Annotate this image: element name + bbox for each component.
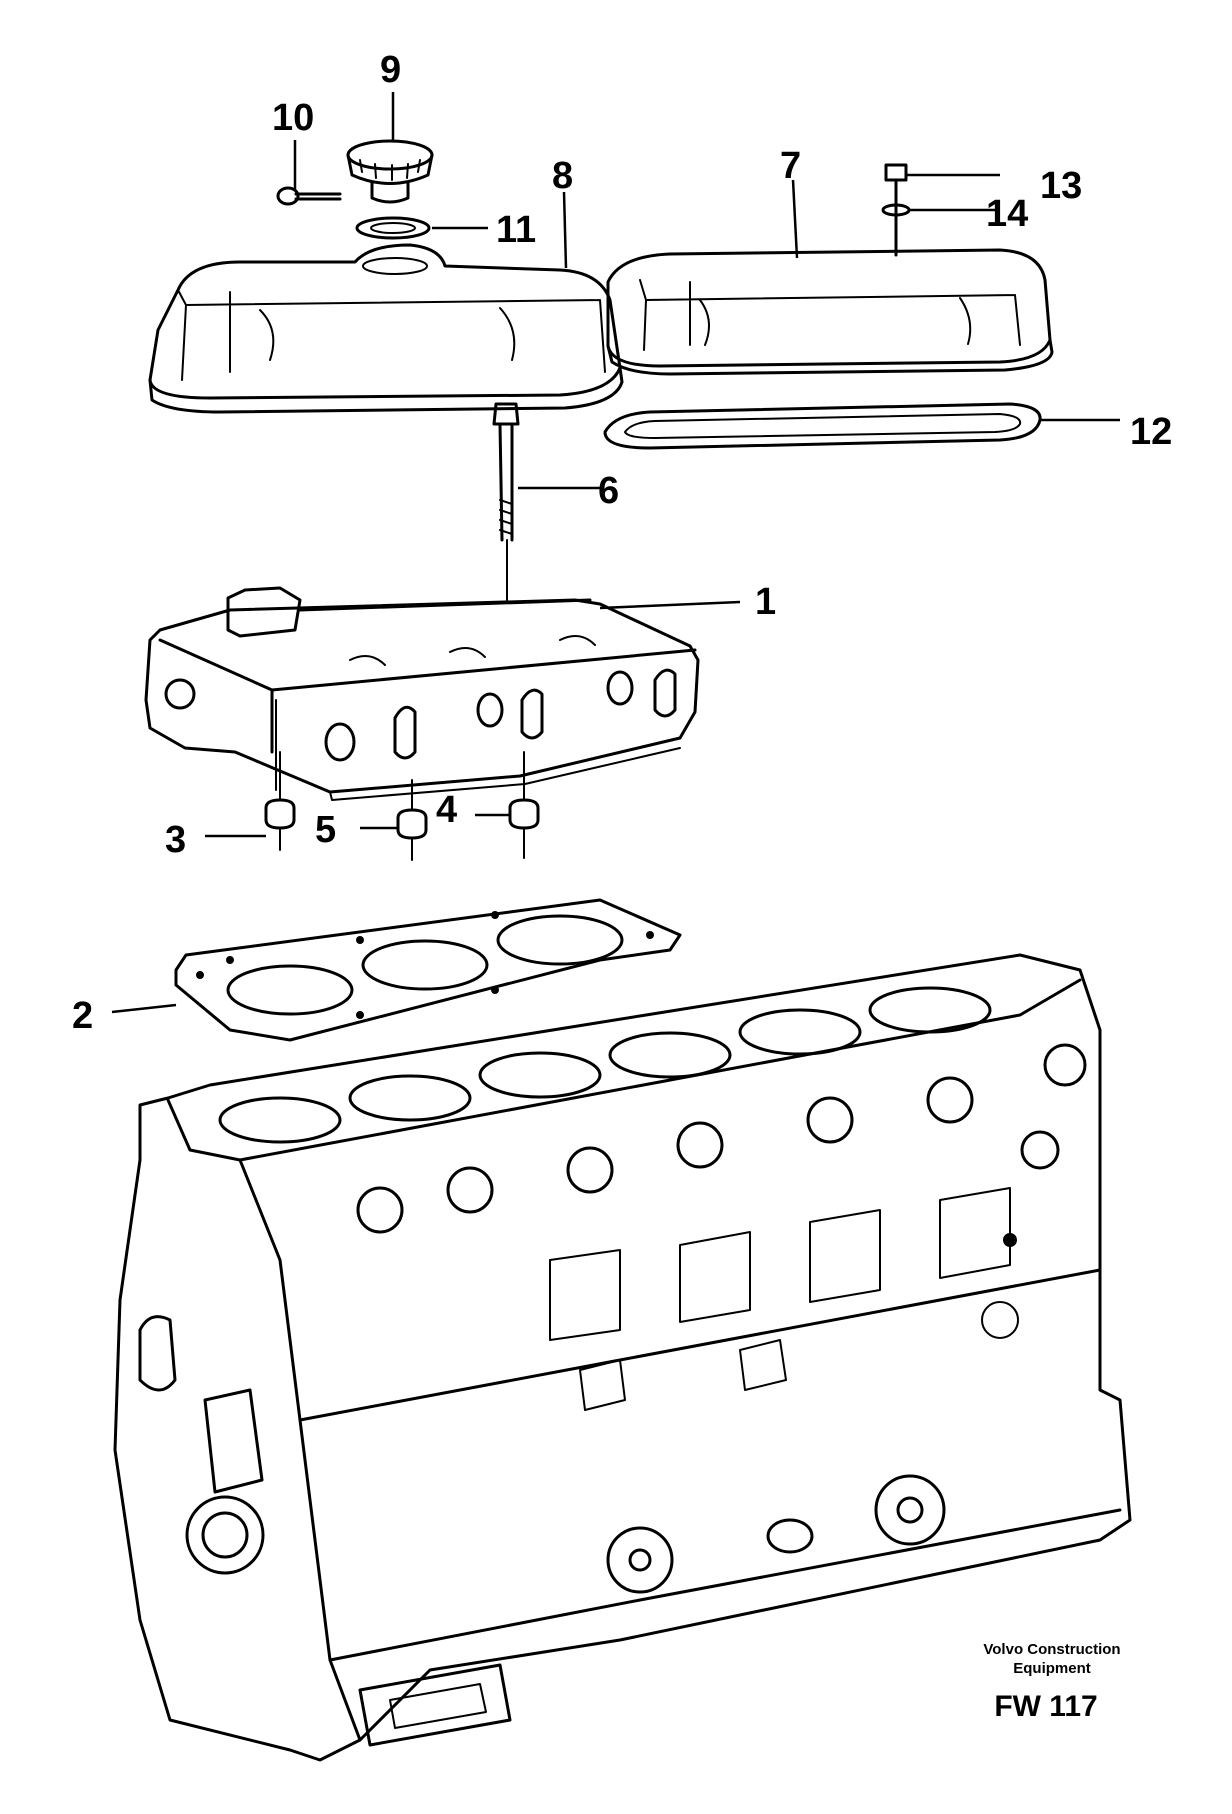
callout-4: 4 [436,789,457,831]
leader-2 [111,1003,177,1014]
callout-14: 14 [986,193,1028,235]
leader-lines [111,92,1120,1014]
callout-labels: 1 2 3 4 5 6 7 8 9 10 11 12 13 14 [72,49,1172,1037]
callout-1: 1 [755,581,776,623]
valve-cover-rear [606,248,1054,376]
engine-block [113,953,1132,1762]
callout-5: 5 [315,809,336,851]
cylinder-head [144,586,700,801]
cap-screw [276,186,342,206]
callout-2: 2 [72,995,93,1037]
cylinder-head-bolt [492,402,520,601]
callout-8: 8 [552,155,573,197]
cover-washer [881,203,911,217]
callout-7: 7 [780,145,801,187]
cylinder-head-gasket [174,898,682,1042]
callout-9: 9 [380,49,401,91]
callout-13: 13 [1040,165,1082,207]
callout-12: 12 [1130,411,1172,453]
cover-bolt [884,163,908,257]
callout-6: 6 [598,470,619,512]
oil-filler-cap [346,139,434,204]
callout-11: 11 [496,209,536,251]
filler-seal-ring [355,216,431,240]
figure-caption: Volvo Construction Equipment FW 117 [983,1641,1120,1723]
leader-7 [791,179,799,259]
caption-code: FW 117 [994,1690,1097,1723]
callout-3: 3 [165,819,186,861]
valve-cover-front [148,243,624,414]
caption-line-2: Equipment [1013,1660,1091,1677]
leader-1 [599,600,741,610]
dowel-sleeve-3 [264,751,296,851]
leader-8 [562,191,568,269]
valve-cover-gasket [603,402,1042,450]
dowel-sleeve-5 [396,779,428,861]
dowel-sleeve-4 [508,751,540,859]
callout-10: 10 [272,97,314,139]
caption-line-1: Volvo Construction [983,1641,1120,1658]
